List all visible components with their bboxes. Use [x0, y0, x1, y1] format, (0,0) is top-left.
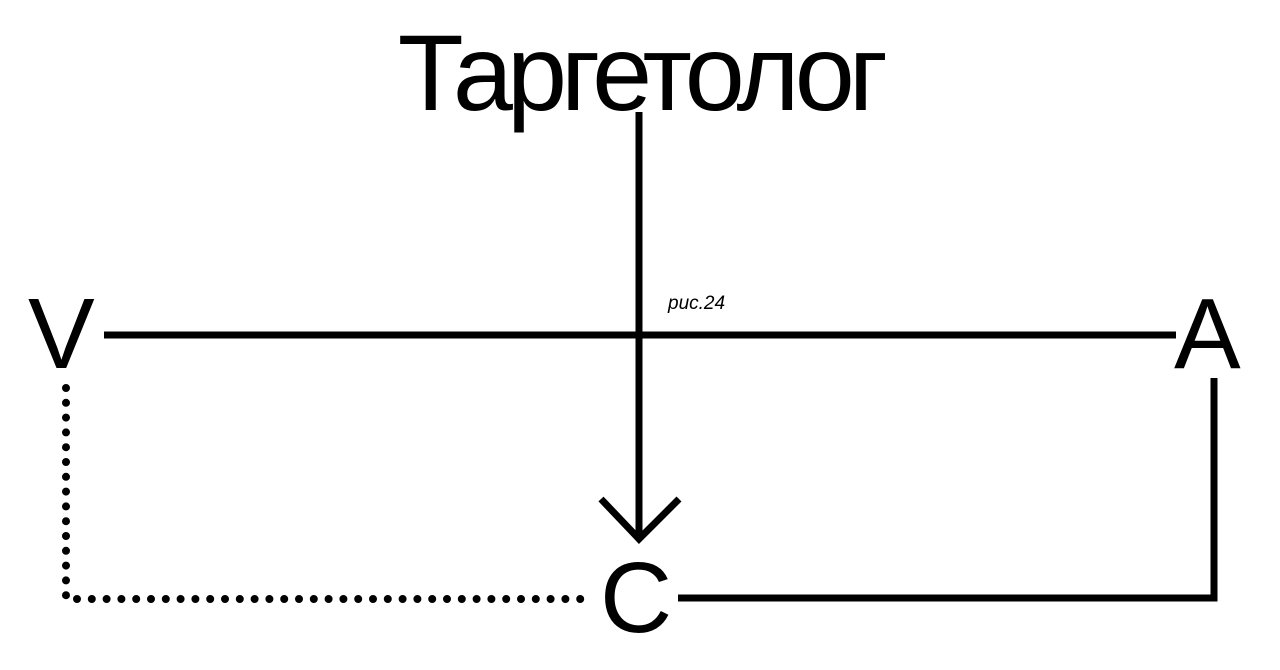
- node-c: C: [600, 542, 673, 654]
- edge-a-to-c: [678, 378, 1218, 602]
- diagram-title: Таргетолог: [397, 12, 888, 133]
- arrowhead-down-icon: [598, 496, 682, 545]
- node-a: A: [1174, 278, 1241, 390]
- figure-label: рис.24: [668, 293, 726, 314]
- edge-v-to-c-dotted: [62, 384, 594, 603]
- node-v: V: [28, 278, 95, 390]
